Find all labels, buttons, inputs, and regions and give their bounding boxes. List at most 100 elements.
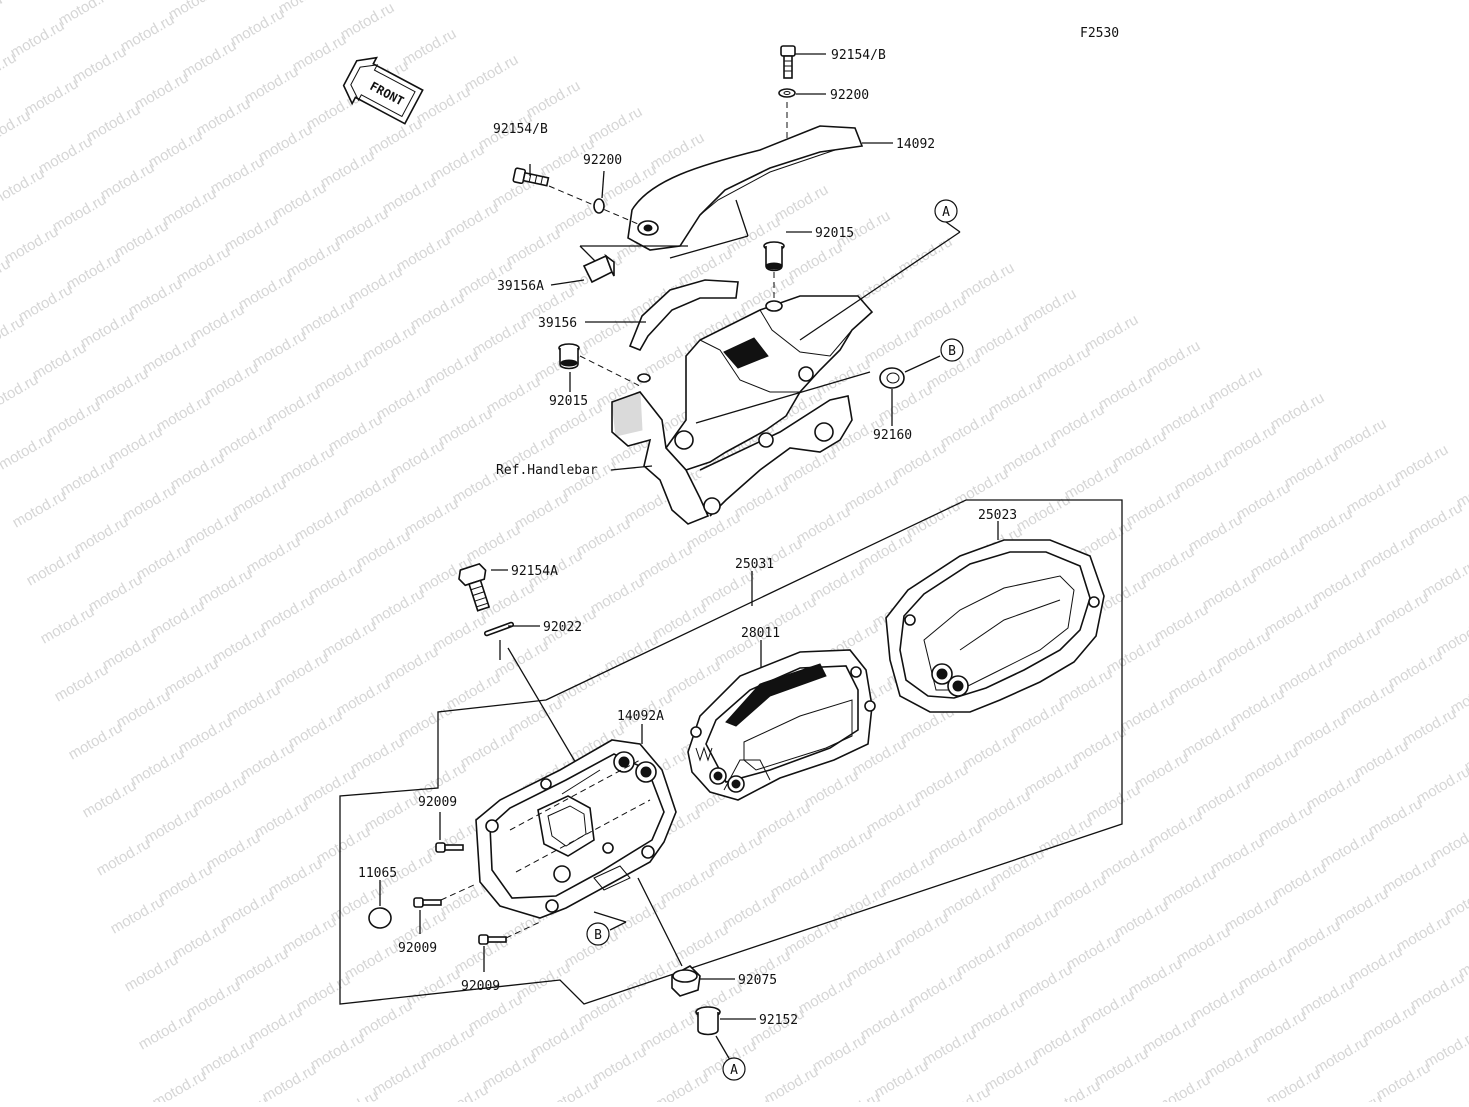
watermark-text: motod.ru <box>972 317 1032 361</box>
watermark-text: motod.ru <box>890 439 950 483</box>
watermark-text: motod.ru <box>10 487 70 531</box>
watermark-text: motod.ru <box>276 0 336 17</box>
watermark-text: motod.ru <box>1372 589 1432 633</box>
cap-11065 <box>369 908 391 928</box>
watermark-text: motod.ru <box>1034 343 1094 387</box>
watermark-text: motod.ru <box>332 205 392 249</box>
watermark-text: motod.ru <box>586 103 646 147</box>
watermark-text: motod.ru <box>196 565 256 609</box>
watermark-text: motod.ru <box>256 121 316 165</box>
watermark-text: motod.ru <box>1270 859 1330 903</box>
watermark-text: motod.ru <box>142 803 202 847</box>
watermark-text: motod.ru <box>0 165 47 209</box>
watermark-text: motod.ru <box>224 681 284 725</box>
watermark-text: motod.ru <box>672 921 732 965</box>
watermark-text: motod.ru <box>786 239 846 283</box>
watermark-text: motod.ru <box>1048 401 1108 445</box>
watermark-text: motod.ru <box>1222 891 1282 935</box>
case-14092a <box>476 740 676 918</box>
watermark-text: motod.ru <box>394 231 454 275</box>
watermark-text: motod.ru <box>862 323 922 367</box>
watermark-text: motod.ru <box>1250 1007 1310 1051</box>
watermark-text: motod.ru <box>58 455 118 499</box>
watermark-text: motod.ru <box>202 359 262 403</box>
watermark-text: motod.ru <box>1406 499 1466 543</box>
watermark-text: motod.ru <box>1166 659 1226 703</box>
watermark-text: motod.ru <box>150 1067 210 1102</box>
watermark-text: motod.ru <box>1326 1091 1386 1102</box>
watermark-text: motod.ru <box>1154 1071 1214 1102</box>
watermark-text: motod.ru <box>418 1023 478 1067</box>
part-label-39156a: 39156A <box>497 279 544 294</box>
watermark-text: motod.ru <box>98 159 158 203</box>
collar-92015-left <box>559 344 579 369</box>
watermark-text: motod.ru <box>314 823 374 867</box>
watermark-text: motod.ru <box>960 729 1020 773</box>
part-label-92200-top: 92200 <box>830 88 869 103</box>
watermark-text: motod.ru <box>940 877 1000 921</box>
watermark-text: motod.ru <box>1436 1085 1469 1102</box>
watermark-text: motod.ru <box>1214 627 1274 671</box>
watermark-text: motod.ru <box>222 211 282 255</box>
watermark-text: motod.ru <box>1264 1065 1324 1102</box>
callout-b-lower: B <box>587 923 609 945</box>
grommet-92160 <box>880 368 904 388</box>
watermark-text: motod.ru <box>400 25 460 69</box>
watermark-text: motod.ru <box>0 0 5 35</box>
ref-handlebar-label: Ref.Handlebar <box>496 463 598 478</box>
watermark-text: motod.ru <box>8 17 68 61</box>
watermark-text: motod.ru <box>0 429 55 473</box>
watermark-text: motod.ru <box>1282 447 1342 491</box>
watermark-text: motod.ru <box>320 617 380 661</box>
watermark-text: motod.ru <box>1386 647 1446 691</box>
watermark-text: motod.ru <box>780 445 840 489</box>
watermark-text: motod.ru <box>1000 433 1060 477</box>
watermark-text: motod.ru <box>1056 665 1116 709</box>
watermark-text: motod.ru <box>360 321 420 365</box>
watermark-text: motod.ru <box>1216 1097 1276 1102</box>
figure-code: F2530 <box>1080 26 1119 41</box>
watermark-text: motod.ru <box>938 407 998 451</box>
watermark-text: motod.ru <box>808 561 868 605</box>
watermark-text: motod.ru <box>1084 781 1144 825</box>
watermark-text: motod.ru <box>1092 1045 1152 1089</box>
watermark-text: motod.ru <box>402 495 462 539</box>
watermark-text: motod.ru <box>1180 717 1240 761</box>
watermark-text: motod.ru <box>1200 569 1260 613</box>
watermark-text: motod.ru <box>444 669 504 713</box>
callout-b-lower-label: B <box>594 928 602 943</box>
watermark-text: motod.ru <box>272 649 332 693</box>
watermark-text: motod.ru <box>340 469 400 513</box>
watermark-text: motod.ru <box>1020 285 1080 329</box>
watermark-text: motod.ru <box>140 333 200 377</box>
part-label-92009-a: 92009 <box>418 795 457 810</box>
watermark-text: motod.ru <box>876 381 936 425</box>
watermark-text: motod.ru <box>974 787 1034 831</box>
watermark-text: motod.ru <box>1318 827 1378 871</box>
watermark-text: motod.ru <box>1112 897 1172 941</box>
watermark-text: motod.ru <box>252 797 312 841</box>
part-label-92009-b: 92009 <box>398 941 437 956</box>
watermark-text: motod.ru <box>160 185 220 229</box>
watermark-text: motod.ru <box>228 5 288 49</box>
watermark-text: motod.ru <box>80 777 140 821</box>
watermark-text: motod.ru <box>1174 923 1234 967</box>
watermark-text: motod.ru <box>1236 949 1296 993</box>
watermark-text: motod.ru <box>904 497 964 541</box>
watermark-text: motod.ru <box>528 1017 588 1061</box>
washer-92200-left <box>594 199 604 213</box>
watermark-text: motod.ru <box>168 449 228 493</box>
watermark-text: motod.ru <box>458 727 518 771</box>
watermark-text: motod.ru <box>146 127 206 171</box>
watermark-text: motod.ru <box>762 1063 822 1102</box>
watermark-text: motod.ru <box>1324 621 1384 665</box>
bolt-92154b-top <box>781 46 795 78</box>
watermark-text: motod.ru <box>166 0 226 23</box>
watermark-text: motod.ru <box>1400 705 1460 749</box>
o-ring-92022 <box>484 622 514 636</box>
watermark-text: motod.ru <box>1050 871 1110 915</box>
watermark-text: motod.ru <box>1138 543 1198 587</box>
watermark-text: motod.ru <box>86 571 146 615</box>
watermark-text: motod.ru <box>436 405 496 449</box>
